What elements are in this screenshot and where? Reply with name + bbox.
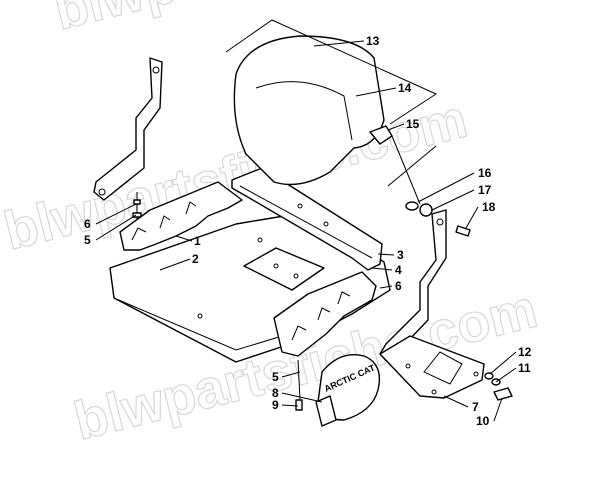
lower-clip-hardware (295, 359, 303, 411)
callout-12: 12 (518, 345, 532, 359)
backrest-hardware (369, 125, 471, 237)
callout-6-right: 6 (395, 279, 402, 293)
callout-17: 17 (478, 183, 492, 197)
callout-13: 13 (366, 34, 380, 48)
callout-5-left: 5 (84, 233, 91, 247)
callout-8: 8 (272, 386, 279, 400)
left-rear-plate (119, 181, 243, 251)
callout-6-left: 6 (84, 217, 91, 231)
callout-labels: 13 14 15 16 17 18 1 2 3 4 6 6 5 5 8 9 7 … (84, 34, 532, 428)
callout-11: 11 (518, 361, 531, 375)
center-mount-plate (243, 247, 325, 291)
callout-16: 16 (478, 166, 492, 180)
callout-9: 9 (272, 398, 279, 412)
right-angle-bracket (231, 167, 383, 271)
left-hardware (132, 192, 142, 222)
callout-18: 18 (482, 200, 496, 214)
leader-lines (95, 40, 517, 422)
callout-15: 15 (406, 117, 420, 131)
rear-mount-plate (379, 335, 485, 399)
watermark-top: blwpartsfiche.com (48, 0, 523, 42)
left-support-bracket (93, 57, 163, 201)
callout-4: 4 (395, 263, 402, 277)
callout-3: 3 (397, 248, 404, 262)
callout-2: 2 (192, 252, 199, 266)
callout-10: 10 (476, 414, 490, 428)
right-notched-support (273, 271, 377, 357)
logo-cover: ARCTIC CAT (315, 354, 381, 427)
callout-7: 7 (472, 400, 479, 414)
callout-5-lower: 5 (272, 370, 279, 384)
lower-right-hardware (484, 372, 513, 401)
backrest-assembly-outline (225, 19, 438, 187)
callout-14: 14 (398, 81, 412, 95)
callout-1: 1 (194, 234, 201, 248)
